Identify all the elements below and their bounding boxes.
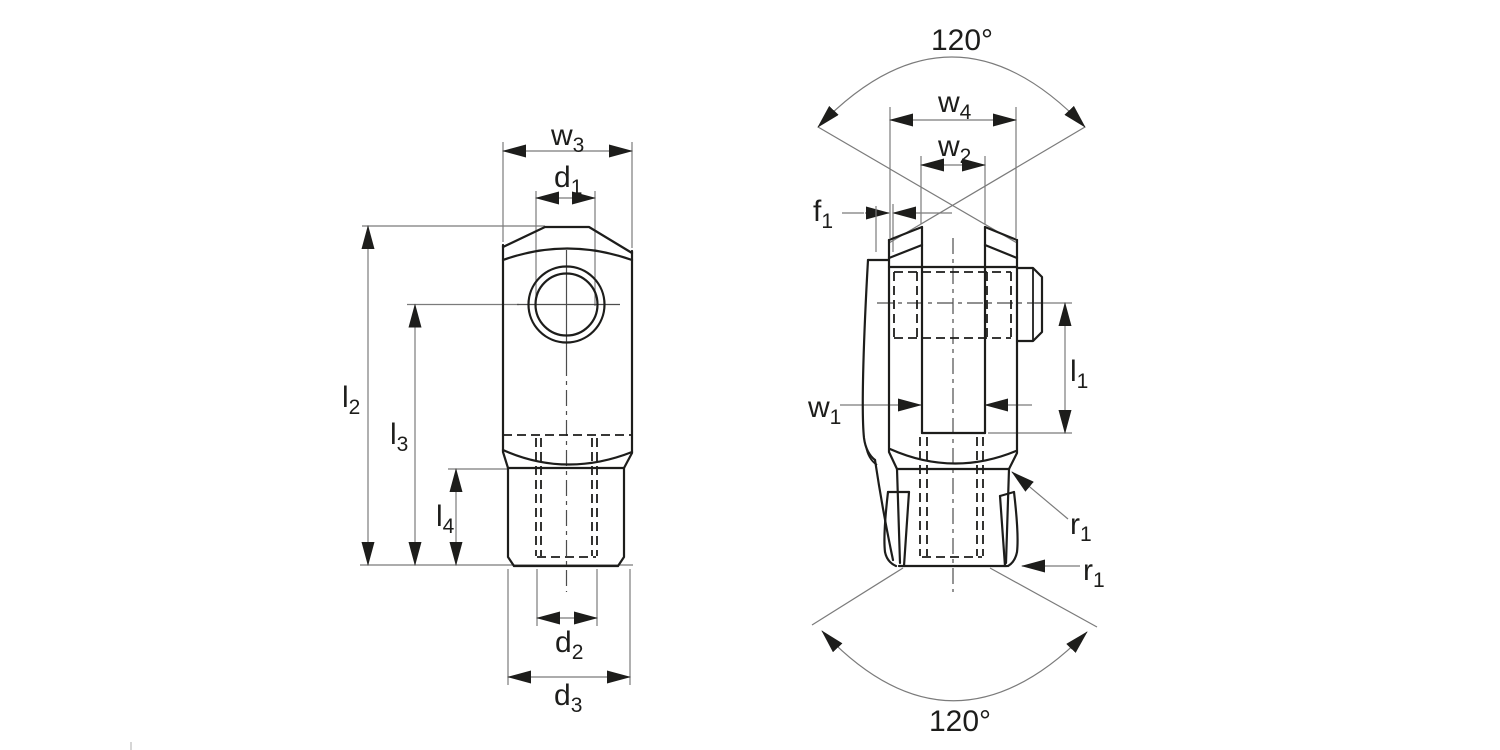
label-angle-bottom: 120° <box>929 705 991 738</box>
front-body-outline <box>501 225 634 568</box>
label-d3: d3 <box>554 679 582 717</box>
side-hidden-lines <box>893 271 1012 558</box>
finger-right <box>998 490 1016 498</box>
retaining-clip <box>861 258 877 462</box>
label-w4: w4 <box>937 86 972 124</box>
side-body-outline <box>861 225 1044 568</box>
label-w1: w1 <box>807 391 841 429</box>
pivot-hole-inner <box>534 272 599 337</box>
side-view <box>811 56 1098 702</box>
front-hidden-lines <box>503 434 632 558</box>
leader-r1-upper <box>1011 471 1069 520</box>
side-view-dimension-lines <box>840 107 1080 573</box>
front-view <box>360 142 634 685</box>
angle-arc-top <box>817 56 1086 128</box>
label-l2: l2 <box>342 381 360 419</box>
angle-arc-bottom <box>821 630 1088 702</box>
label-d1: d1 <box>554 161 582 199</box>
label-d2: d2 <box>555 626 583 664</box>
pin-head <box>1015 266 1044 343</box>
pivot-hole-outer <box>527 265 606 344</box>
front-view-dimension-lines <box>360 142 633 685</box>
label-r1-upper: r1 <box>1070 508 1092 546</box>
label-w3: w3 <box>550 119 584 157</box>
label-w2: w2 <box>937 130 971 168</box>
label-r1-lower: r1 <box>1083 554 1105 592</box>
label-f1: f1 <box>813 195 833 233</box>
side-view-angle-lines <box>811 56 1098 702</box>
label-l1: l1 <box>1070 355 1088 393</box>
label-l4: l4 <box>436 500 455 538</box>
label-l3: l3 <box>390 418 408 456</box>
label-angle-top: 120° <box>931 24 993 57</box>
dimension-labels: w3 d1 l2 l3 l4 d2 d3 120° w4 w2 f1 w1 l1… <box>342 24 1105 738</box>
